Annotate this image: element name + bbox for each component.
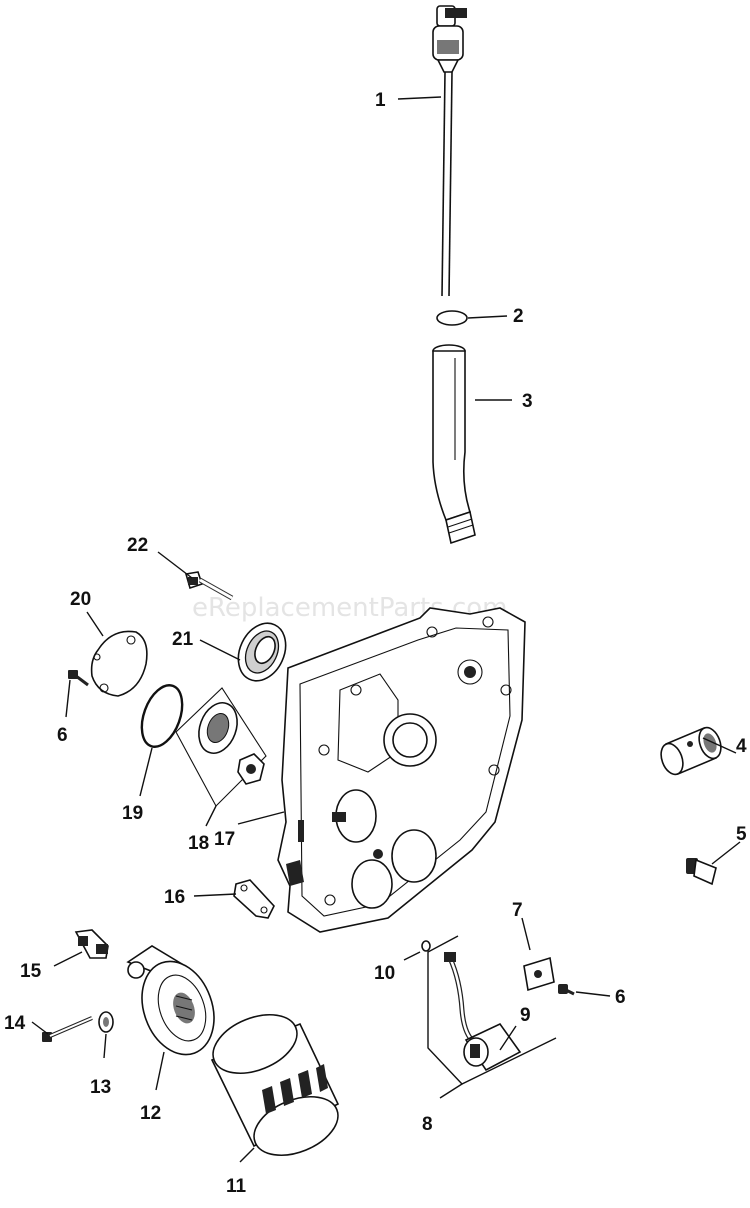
part-10-small-o-ring xyxy=(421,940,431,952)
part-9-sensor-harness xyxy=(444,952,522,1072)
part-20-cover-plate xyxy=(90,630,148,697)
part-11-oil-filter xyxy=(210,1013,340,1157)
part-16-gasket xyxy=(233,879,275,919)
callout-1: 1 xyxy=(375,90,386,111)
leader-2 xyxy=(467,315,508,319)
callout-12: 12 xyxy=(140,1103,161,1124)
leader-11 xyxy=(239,1147,255,1163)
leader-20 xyxy=(86,611,104,637)
leader-13 xyxy=(103,1033,107,1059)
callout-10: 10 xyxy=(374,963,395,984)
callout-20: 20 xyxy=(70,589,91,610)
leader-9 xyxy=(499,1025,517,1051)
part-2-o-ring xyxy=(436,310,468,326)
leader-17 xyxy=(237,811,285,825)
leader-8 xyxy=(439,1083,463,1099)
part-19-o-ring xyxy=(140,684,184,748)
callout-6b: 6 xyxy=(615,987,626,1008)
callout-2: 2 xyxy=(513,306,524,327)
leader-6a xyxy=(65,679,71,718)
callout-18: 18 xyxy=(188,833,209,854)
part-1-dipstick xyxy=(432,5,467,297)
leader-10 xyxy=(403,951,421,961)
callout-19: 19 xyxy=(122,803,143,824)
callout-9: 9 xyxy=(520,1005,531,1026)
leader-4 xyxy=(702,737,737,754)
part-7-bracket xyxy=(523,956,555,992)
part-14-bolt xyxy=(42,1016,93,1042)
callout-7: 7 xyxy=(512,900,523,921)
leader-14 xyxy=(31,1021,49,1035)
part-21-oil-seal xyxy=(237,622,287,682)
part-15-sensor xyxy=(74,929,109,959)
part-17-closure-plate xyxy=(277,607,526,933)
callout-3: 3 xyxy=(522,391,533,412)
callout-15: 15 xyxy=(20,961,42,982)
part-4-bearing xyxy=(660,726,722,776)
leader-15 xyxy=(53,951,83,967)
leader-19 xyxy=(139,747,153,797)
part-8-group-outline xyxy=(427,935,557,1085)
part-6-screw-left xyxy=(68,670,89,687)
part-12-filter-adapter xyxy=(126,945,215,1056)
leader-21 xyxy=(199,639,241,661)
callout-21: 21 xyxy=(172,629,194,650)
part-18-oil-pump-rotors xyxy=(175,687,267,807)
callout-14: 14 xyxy=(4,1013,26,1034)
callout-6a: 6 xyxy=(57,725,68,746)
part-6-screw-right xyxy=(558,984,575,996)
part-13-washer xyxy=(98,1011,114,1033)
part-5-plug xyxy=(686,858,717,886)
callout-16: 16 xyxy=(164,887,185,908)
callout-17: 17 xyxy=(214,829,235,850)
leader-16 xyxy=(193,893,237,897)
callout-11: 11 xyxy=(226,1176,247,1197)
callout-4: 4 xyxy=(736,736,747,757)
part-3-dipstick-tube xyxy=(432,344,476,545)
leader-5 xyxy=(711,841,741,865)
callout-13: 13 xyxy=(90,1077,111,1098)
leader-22 xyxy=(157,551,193,579)
callout-5: 5 xyxy=(736,824,747,845)
leader-18 xyxy=(205,805,217,827)
leader-1 xyxy=(397,96,442,100)
leader-12 xyxy=(155,1051,165,1091)
callout-22: 22 xyxy=(127,535,148,556)
callout-8: 8 xyxy=(422,1114,433,1135)
leader-7 xyxy=(521,917,531,951)
leader-6b xyxy=(575,991,611,997)
